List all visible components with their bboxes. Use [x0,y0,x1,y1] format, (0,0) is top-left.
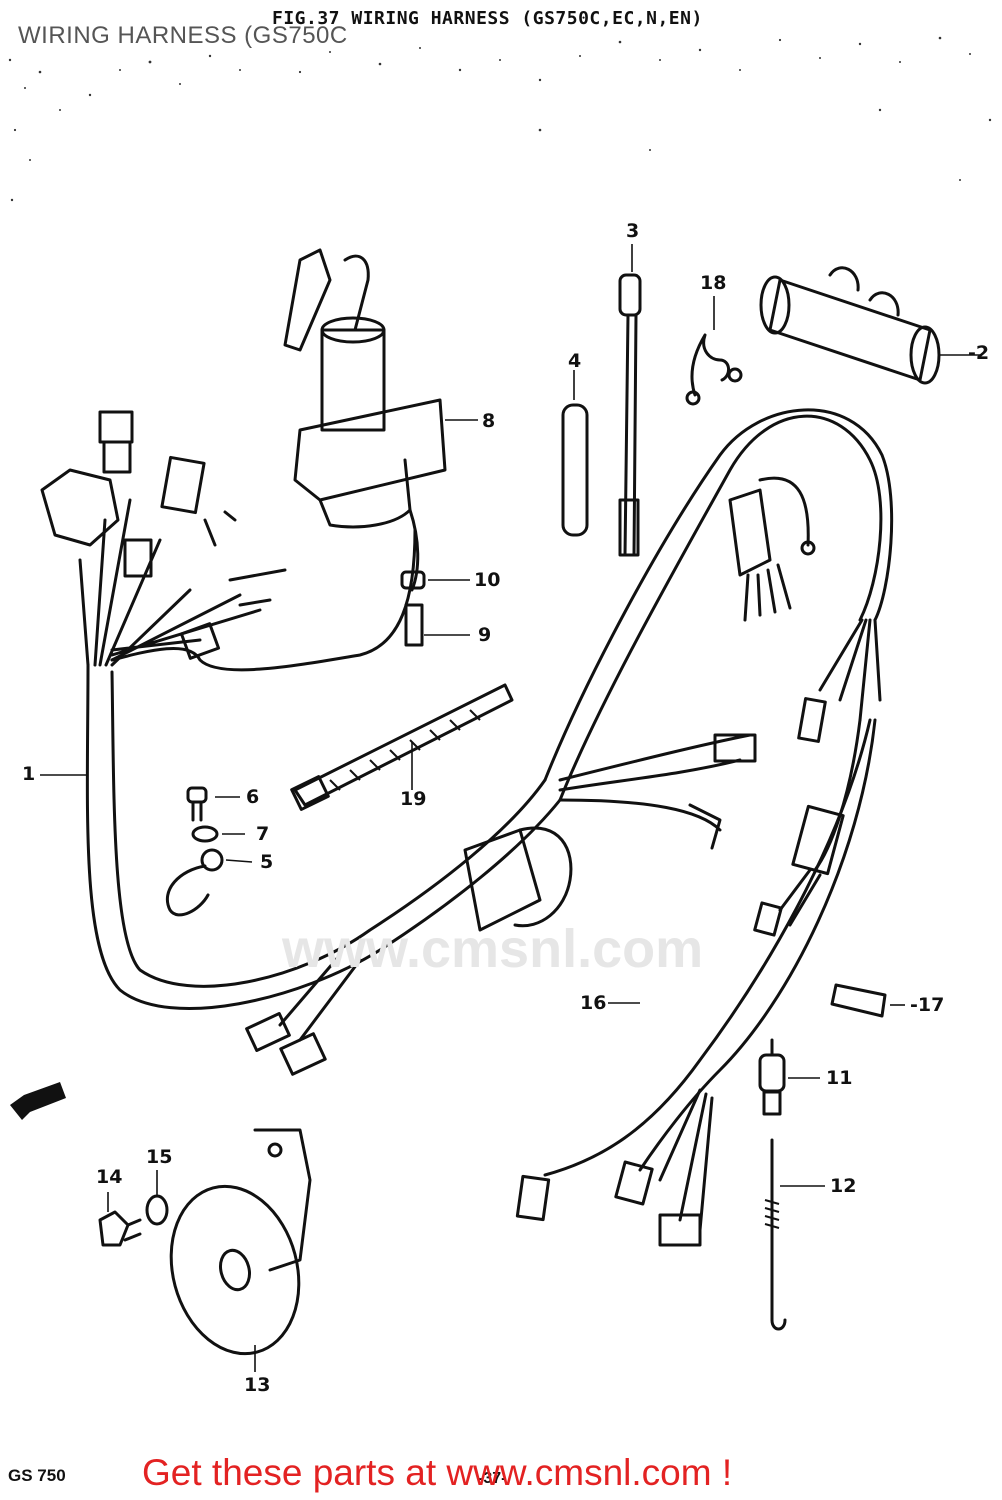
ignition-coil [759,266,982,385]
callout-8: 8 [482,410,496,432]
horn-bolt-washer [98,1170,169,1247]
callout-19: 19 [400,788,427,810]
callout-6: 6 [246,786,260,808]
watermark-text: www.cmsnl.com [282,919,704,979]
callout-17: -17 [910,994,945,1016]
figure-title: FIG.37 WIRING HARNESS (GS750C,EC,N,EN) [272,8,703,29]
horn [169,1128,312,1372]
callout-9: 9 [478,624,492,646]
callout-5: 5 [260,851,274,873]
harness-wire-16 [515,718,877,1247]
ignition-switch [283,248,447,592]
model-label: GS 750 [8,1466,66,1485]
stop-switch-and-spring [758,1038,825,1331]
callout-11: 11 [826,1067,853,1089]
callout-15: 15 [146,1146,173,1168]
callout-16: 16 [580,992,607,1014]
callout-1: 1 [22,763,36,785]
callout-4: 4 [568,350,582,372]
callout-13: 13 [244,1374,271,1396]
callout-7: 7 [256,823,270,845]
callout-14: 14 [96,1166,123,1188]
callout-3: 3 [626,220,640,242]
callout-12: 12 [830,1175,857,1197]
page-title: WIRING HARNESS (GS750C [18,22,348,49]
ignition-fittings [400,570,470,647]
straps-and-clamp [561,244,743,557]
callout-10: 10 [474,569,501,591]
callout-18: 18 [700,272,727,294]
page-number: -37- [478,1470,507,1487]
parts-link-banner[interactable]: Get these parts at www.cmsnl.com ! [142,1452,733,1493]
harness-band [290,683,514,811]
terminal-cap [830,983,905,1018]
hook-fastener-set [166,786,253,917]
main-harness [40,408,894,1076]
callout-2: -2 [968,342,990,364]
scan-noise [8,36,992,202]
front-direction-arrow [10,1082,66,1120]
